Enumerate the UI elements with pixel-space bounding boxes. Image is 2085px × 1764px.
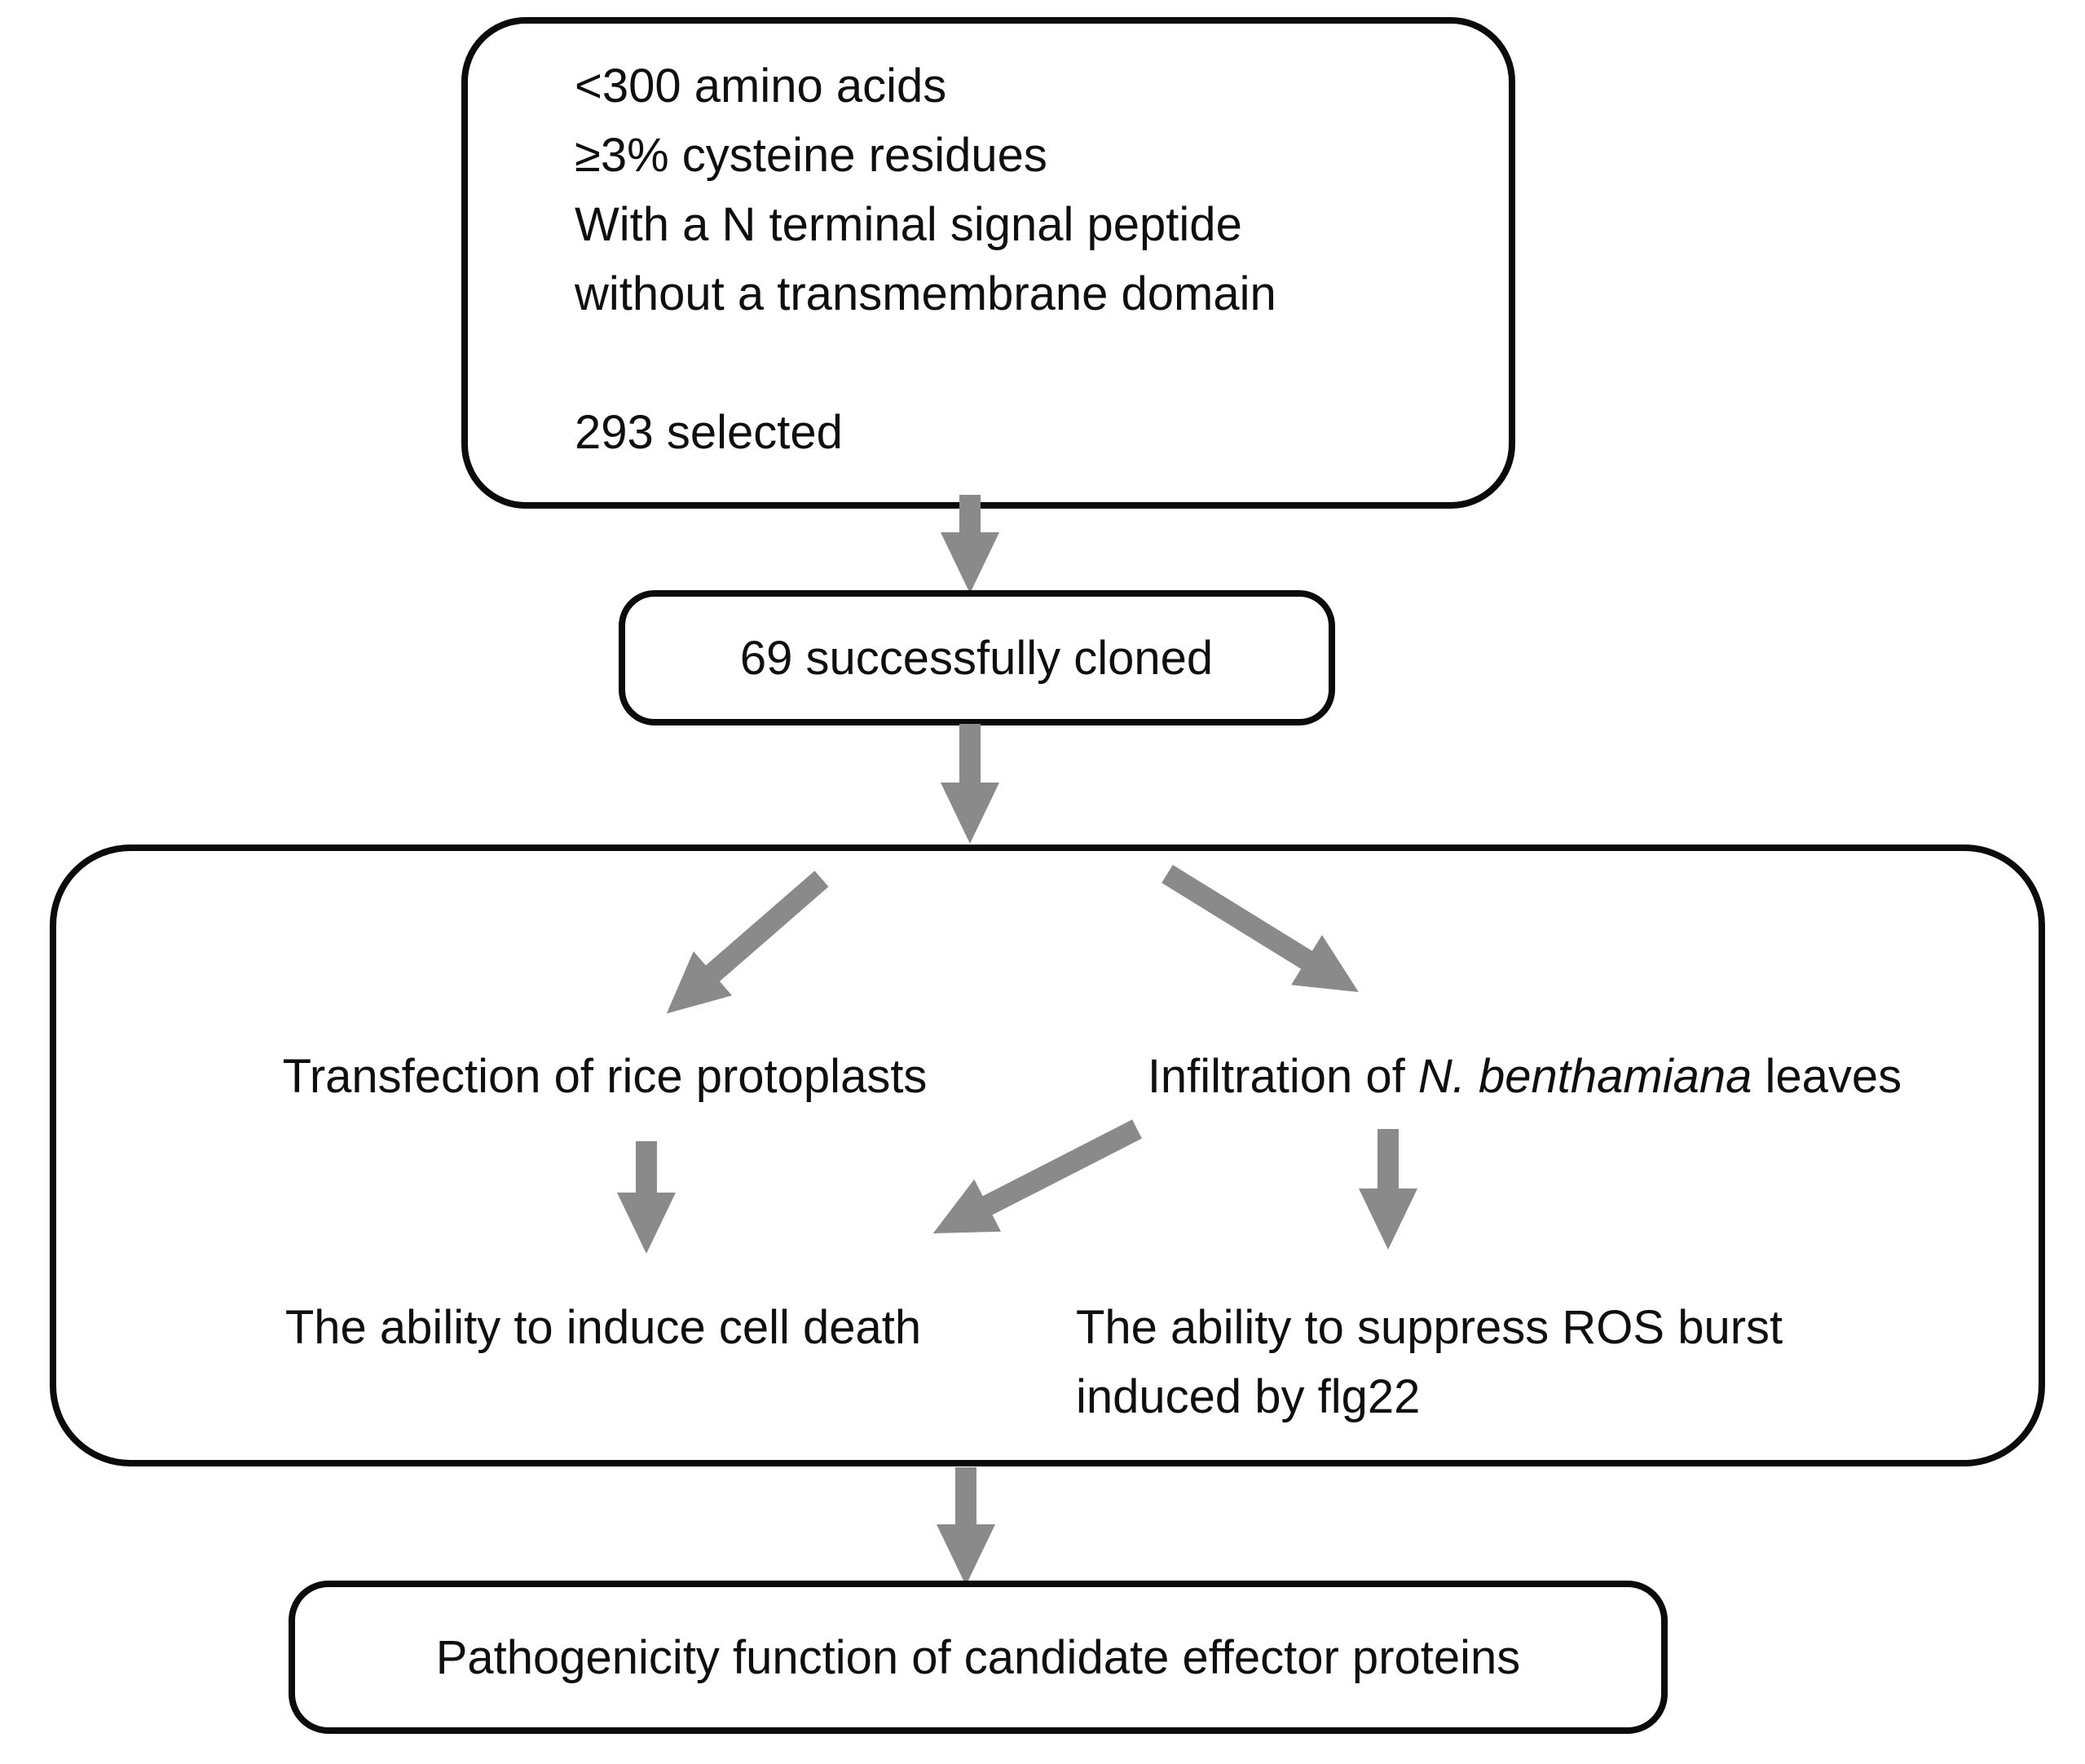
- diagonal-arrow-to-benthamiana: [1162, 864, 1359, 993]
- right-method-prefix: Infiltration of: [1148, 1050, 1418, 1103]
- criteria-box: [461, 17, 1515, 509]
- down-arrow-assays-to-outcome: [937, 1467, 995, 1585]
- right-method-suffix: leaves: [1752, 1050, 1902, 1103]
- cell-death-readout-label: The ability to induce cell death: [285, 1301, 921, 1354]
- criteria-box-group: <300 amino acids ≥3% cysteine residues W…: [461, 17, 1515, 509]
- cloned-box-group: 69 successfully cloned: [619, 590, 1335, 725]
- down-arrow-benthamiana-to-ros: [1359, 1129, 1417, 1250]
- cloned-box: [619, 590, 1335, 725]
- ros-readout-line2: induced by flg22: [1076, 1370, 1420, 1423]
- down-arrow-protoplasts-to-cell-death: [617, 1141, 676, 1254]
- cloned-box-label: 69 successfully cloned: [740, 632, 1213, 685]
- down-arrow-cloned-to-assays: [941, 724, 999, 844]
- assay-box-group: Transfection of rice protoplasts Infiltr…: [50, 845, 2045, 1466]
- down-arrow-criteria-to-cloned: [941, 495, 999, 593]
- outcome-box-group: Pathogenicity function of candidate effe…: [289, 1581, 1668, 1734]
- outcome-box: [289, 1581, 1668, 1734]
- criteria-line-transmembrane: without a transmembrane domain: [574, 267, 1276, 320]
- ros-readout-line1: The ability to suppress ROS burst: [1076, 1301, 1783, 1354]
- left-method-label: Transfection of rice protoplasts: [283, 1050, 928, 1103]
- right-method-label: Infiltration of N. benthamiana leaves: [1056, 1050, 1968, 1103]
- criteria-selected-count: 293 selected: [575, 406, 843, 459]
- diagonal-arrow-benthamiana-to-cell-death: [932, 1119, 1142, 1234]
- diagonal-arrow-to-rice-protoplasts: [666, 871, 829, 1014]
- outcome-box-label: Pathogenicity function of candidate effe…: [436, 1631, 1521, 1684]
- right-method-species: N. benthamiana: [1418, 1050, 1752, 1103]
- assay-box: [50, 845, 2045, 1466]
- criteria-line-cysteine: ≥3% cysteine residues: [575, 129, 1047, 182]
- criteria-line-amino-acids: <300 amino acids: [575, 60, 946, 112]
- criteria-line-signal-peptide: With a N terminal signal peptide: [575, 198, 1242, 251]
